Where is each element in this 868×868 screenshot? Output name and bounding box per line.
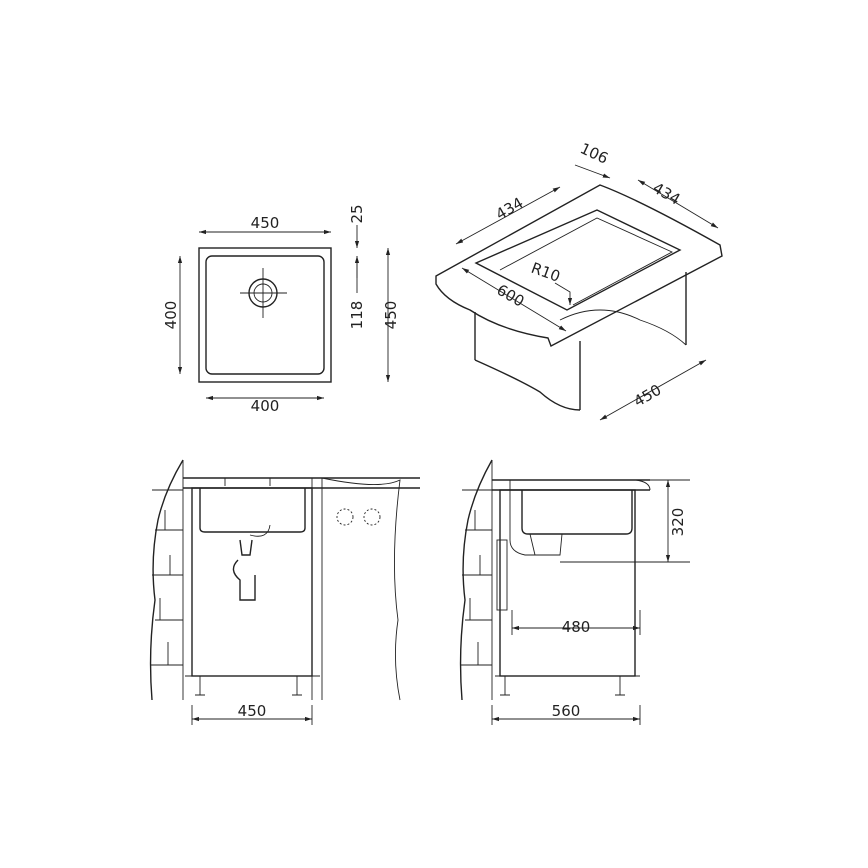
valve-icon [336,508,354,526]
dim-480: 480 [562,618,591,636]
dim-320: 320 [669,508,687,537]
radius-r10: R10 [529,259,563,286]
bowl-outline [205,255,325,375]
bowl [199,488,306,533]
wall [459,459,493,701]
overflow-pipe [509,480,563,556]
sink-outline [198,247,332,383]
dim-450-top: 450 [251,214,280,232]
cabinet [191,487,313,677]
dim-560: 560 [552,702,581,720]
dim-25: 25 [348,204,366,223]
worktop [435,184,723,347]
dim-450-right: 450 [382,301,400,330]
top-view: 450 400 400 25 118 450 [162,204,400,415]
iso-view: 434 106 434 R10 600 450 [435,139,723,421]
dim-106: 106 [577,139,611,167]
dim-450-iso: 450 [631,381,665,411]
front-view: 450 [149,459,420,725]
dim-400-left: 400 [162,301,180,330]
cabinet [499,489,636,677]
valve-icon [363,508,381,526]
dim-118: 118 [348,301,366,330]
siphon [232,539,256,601]
dim-400-bottom: 400 [251,397,280,415]
dim-600: 600 [494,281,528,311]
dim-450-front: 450 [238,702,267,720]
wall [149,459,184,701]
bowl [521,490,633,535]
dim-434-left: 434 [493,194,527,224]
side-view: 320 480 560 [459,459,690,725]
